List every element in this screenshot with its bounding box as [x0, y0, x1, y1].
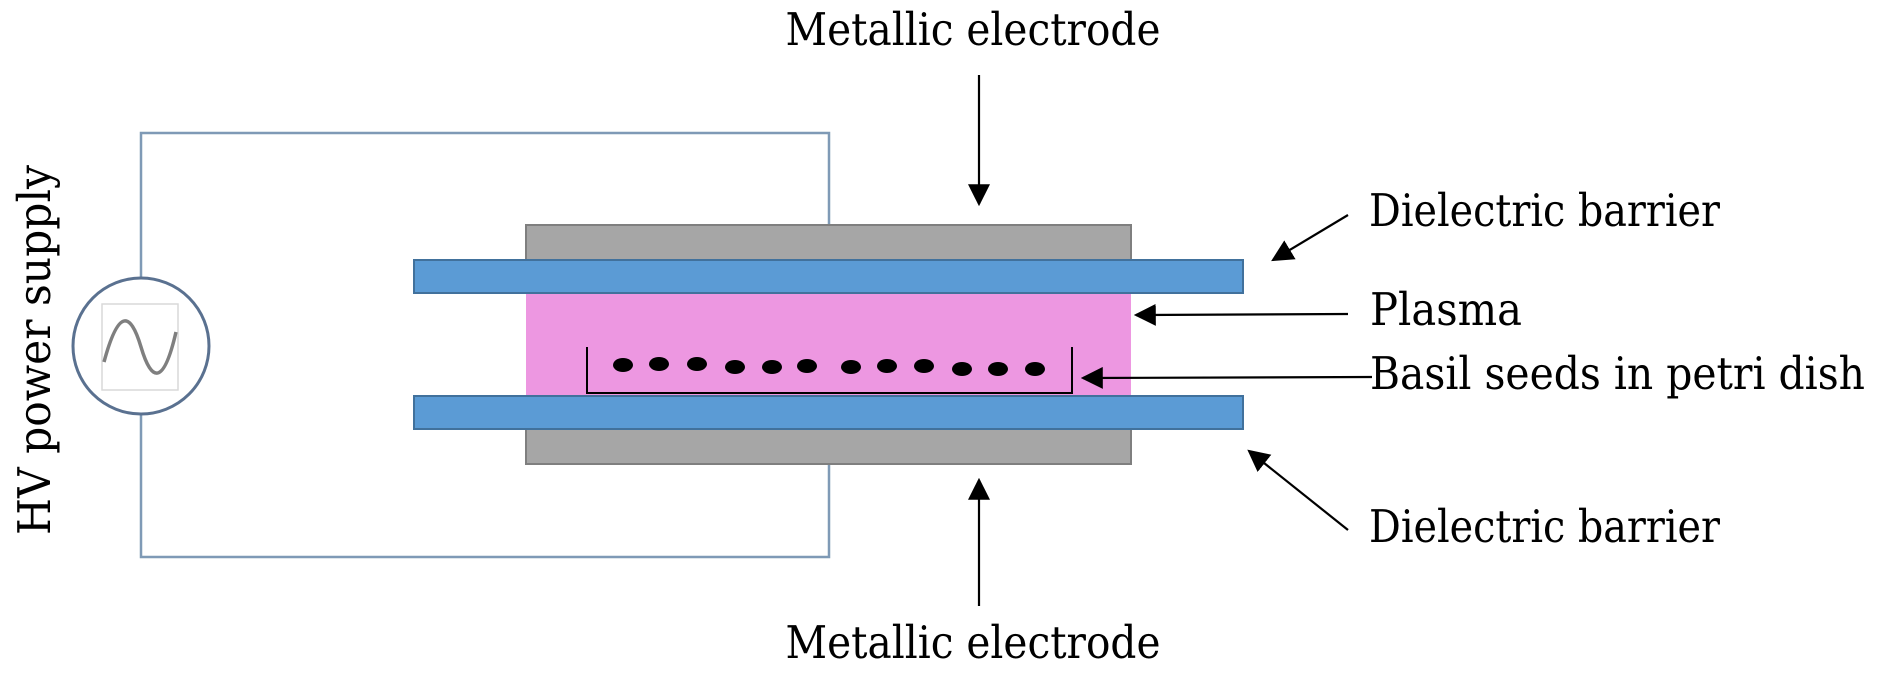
- seed: [877, 359, 897, 373]
- power-supply-label: HV power supply: [8, 164, 61, 535]
- arrow-top-barrier: [1271, 214, 1349, 262]
- top-electrode-label: Metallic electrode: [786, 3, 1161, 56]
- ac-sine-source-icon: [71, 276, 211, 416]
- seed: [687, 357, 707, 371]
- seed: [613, 358, 633, 372]
- bottom-metallic-electrode: [525, 427, 1132, 465]
- seed: [1025, 362, 1045, 376]
- seed: [988, 362, 1008, 376]
- circuit-wires: [139, 131, 831, 559]
- seed: [649, 357, 669, 371]
- arrow-bottom-barrier: [1247, 449, 1349, 531]
- petri-dish: [586, 347, 1073, 394]
- arrow-plasma: [1133, 303, 1349, 326]
- bottom-wire: [139, 415, 831, 559]
- top-barrier-label: Dielectric barrier: [1369, 184, 1720, 237]
- plasma-label: Plasma: [1370, 283, 1522, 336]
- seeds-label: Basil seeds in petri dish: [1370, 347, 1865, 400]
- plasma-region: [526, 293, 1131, 396]
- bottom-electrode-label: Metallic electrode: [786, 616, 1161, 669]
- seed: [762, 360, 782, 374]
- seed: [841, 360, 861, 374]
- bottom-barrier-label: Dielectric barrier: [1369, 500, 1720, 553]
- seed: [914, 359, 934, 373]
- seed: [725, 360, 745, 374]
- top-wire: [139, 131, 831, 277]
- seed: [797, 359, 817, 373]
- top-metallic-electrode: [525, 224, 1132, 262]
- top-dielectric-barrier: [413, 259, 1244, 294]
- basil-seeds: [613, 357, 1045, 376]
- bottom-dielectric-barrier: [413, 395, 1244, 430]
- seed: [952, 362, 972, 376]
- arrow-seeds: [1080, 366, 1373, 389]
- callout-arrows: [968, 75, 1373, 606]
- sine-wave-icon: [102, 319, 178, 375]
